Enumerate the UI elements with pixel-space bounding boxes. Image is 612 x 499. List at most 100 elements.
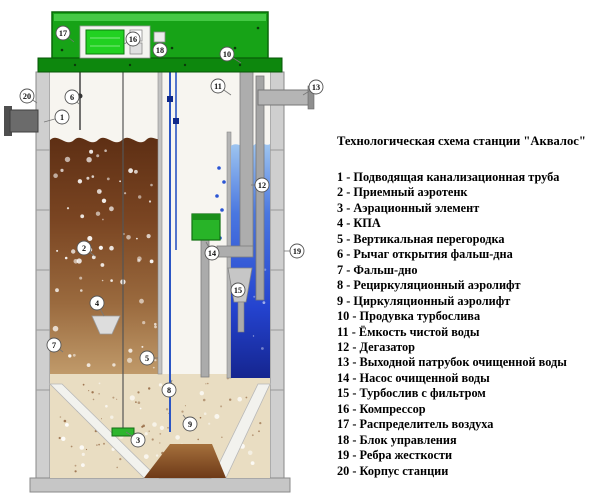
bubble (116, 466, 118, 469)
bubble (137, 256, 142, 262)
bubble (80, 214, 85, 219)
turboslive-outlet (237, 301, 245, 333)
legend-item-17: 17 - Распределитель воздуха (337, 417, 494, 432)
inlet-flange (4, 106, 12, 136)
valve-1 (167, 96, 173, 102)
bubble (128, 168, 134, 174)
bubble (159, 433, 162, 435)
bubble (229, 398, 232, 401)
legend-item-6: 6 - Рычаг открытия фальш-дна (337, 247, 513, 262)
bubble (116, 398, 118, 400)
degasser-elbow (216, 245, 254, 258)
lid-bolts (60, 26, 260, 67)
vertical-partition (157, 71, 163, 375)
legend-item-3: 3 - Аэрационный элемент (337, 200, 480, 215)
bubble (159, 442, 161, 444)
bubble (79, 276, 83, 280)
bubble (208, 422, 211, 425)
bubble (197, 438, 199, 441)
legend-item-11: 11 - Ёмкость чистой воды (337, 324, 480, 339)
bubble (98, 443, 100, 446)
callout-circle (308, 79, 324, 95)
right-wall (269, 71, 285, 479)
bubble (66, 207, 70, 210)
callout-circle (55, 25, 71, 41)
bubble (86, 363, 91, 367)
callout-number: 5 (145, 354, 149, 363)
callout-18: 18 (152, 42, 168, 58)
legend-item-19: 19 - Ребра жесткости (337, 448, 453, 463)
bubble (109, 245, 114, 251)
bubble (158, 383, 163, 387)
left-wall (35, 71, 51, 479)
bubble (137, 391, 140, 394)
bubble (138, 195, 142, 199)
callout-5: 5 (139, 350, 158, 366)
callout-10: 10 (219, 46, 242, 64)
bubble (258, 430, 260, 433)
callout-circle (125, 31, 141, 47)
bubble (134, 169, 138, 174)
bubble (101, 198, 107, 203)
clean-water-pump (191, 213, 221, 241)
aeration-element (111, 72, 135, 437)
callout-number: 12 (258, 181, 266, 190)
bubble (52, 325, 59, 332)
bubble (72, 353, 76, 357)
legend-item-14: 14 - Насос очищенной воды (337, 370, 490, 385)
callout-20: 20 (19, 88, 38, 104)
callout-circle (182, 416, 198, 432)
bubble (139, 298, 144, 304)
callout-number: 3 (136, 436, 140, 445)
bubble (59, 416, 62, 418)
legend-item-15: 15 - Турбослив с фильтром (337, 386, 486, 401)
bubble (148, 387, 151, 390)
callout-number: 9 (188, 420, 192, 429)
bubble (96, 444, 98, 446)
bubble (86, 157, 92, 163)
bubble (60, 168, 64, 172)
callout-circle (54, 109, 70, 125)
callout-circle (64, 89, 80, 105)
bubble (155, 454, 159, 457)
bubble (119, 458, 122, 461)
bubble (253, 295, 256, 298)
legend: Технологическая схема станции "Аквалос" … (337, 133, 611, 479)
bubble (151, 438, 154, 441)
bubble (92, 398, 95, 401)
bubble (181, 410, 184, 413)
callout-11: 11 (210, 78, 232, 96)
bubble (152, 366, 155, 369)
bubble (148, 200, 152, 203)
bubble (129, 395, 135, 401)
bubble (154, 359, 157, 362)
bubble (88, 390, 90, 392)
bubble (252, 335, 255, 337)
station-shell (29, 71, 291, 493)
bubble (53, 173, 58, 178)
bubble (68, 354, 72, 358)
bubble (103, 442, 105, 445)
bubble (77, 179, 83, 184)
degasser-pipe (239, 71, 254, 251)
callout-2: 2 (76, 240, 96, 257)
bubble (150, 183, 153, 187)
bubble (261, 347, 264, 350)
callout-number: 8 (167, 386, 171, 395)
bubble (98, 245, 103, 250)
callout-circle (230, 282, 246, 298)
bubble (167, 427, 169, 429)
bubble (87, 236, 93, 241)
bubble (247, 450, 253, 456)
bubble (141, 425, 144, 428)
callout-circle (254, 177, 270, 193)
bubble (63, 419, 67, 423)
bubble (154, 322, 157, 326)
bubble (112, 396, 115, 399)
bubble (101, 279, 104, 282)
bubble (81, 463, 85, 467)
bubble (119, 180, 121, 183)
callout-number: 17 (59, 29, 67, 38)
callout-number: 13 (312, 83, 320, 92)
callout-number: 7 (52, 341, 56, 350)
